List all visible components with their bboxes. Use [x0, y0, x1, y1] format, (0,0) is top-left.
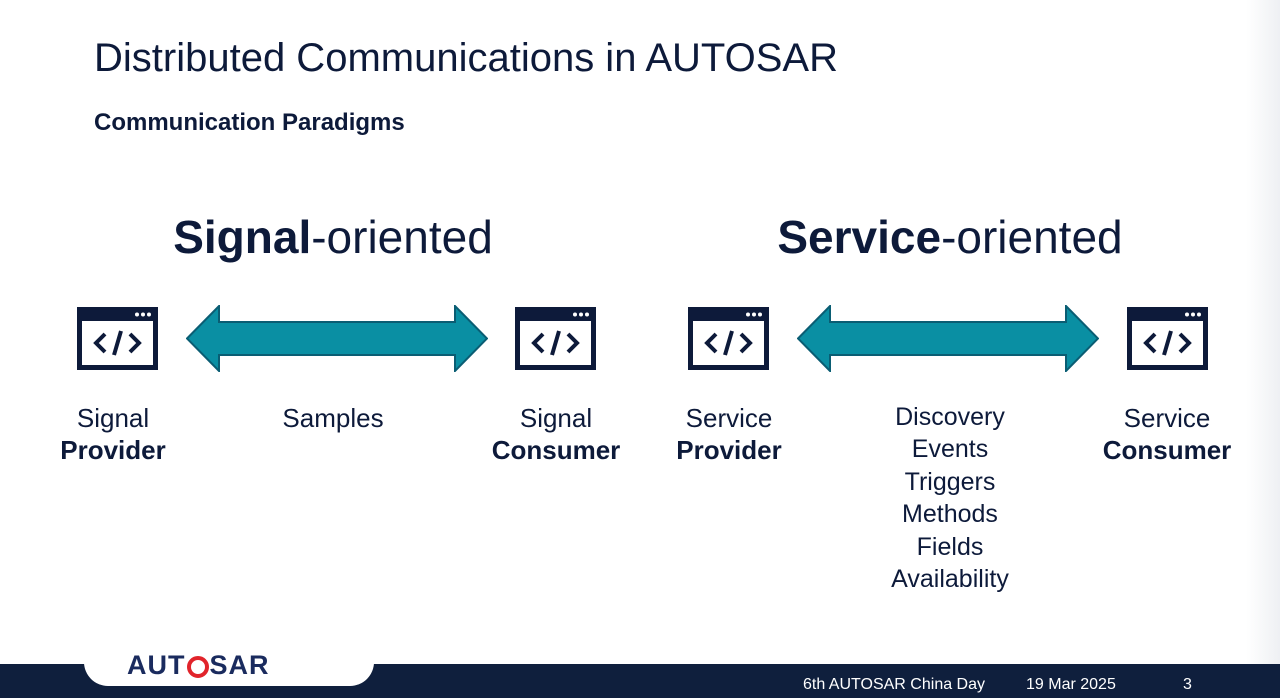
signal-provider-label: Signal Provider — [60, 402, 166, 466]
logo-text-right: SAR — [209, 650, 270, 680]
service-consumer-line2: Consumer — [1102, 435, 1232, 465]
right-edge-shade — [1246, 0, 1280, 698]
list-item: Fields — [916, 532, 984, 561]
signal-heading-bold: Signal — [173, 211, 312, 263]
list-item: Discovery — [895, 403, 1005, 431]
service-interaction-list: Discovery Events Triggers Methods Fields… — [891, 401, 1009, 595]
list-item: Events — [911, 435, 989, 464]
signal-oriented-heading: Signal-oriented — [173, 210, 493, 264]
list-item: Availability — [891, 565, 1009, 594]
code-window-icon — [515, 307, 596, 370]
logo-ring-icon — [186, 655, 209, 678]
service-provider-line2: Provider — [676, 435, 782, 465]
footer-event: 6th AUTOSAR China Day — [803, 676, 986, 693]
signal-consumer-line1: Signal — [519, 403, 593, 433]
code-window-icon — [77, 307, 158, 370]
footer-date: 19 Mar 2025 — [1026, 676, 1116, 693]
list-item: Triggers — [904, 467, 996, 496]
autosar-logo: AUT SAR — [127, 650, 270, 681]
logo-text-left: AUT — [127, 650, 186, 680]
service-provider-label: Service Provider — [676, 402, 782, 466]
code-window-icon — [1127, 307, 1208, 370]
code-window-icon — [688, 307, 769, 370]
signal-provider-line1: Signal — [76, 403, 150, 433]
service-consumer-label: Service Consumer — [1103, 402, 1232, 466]
signal-consumer-label: Signal Consumer — [492, 402, 621, 466]
samples-label: Samples — [282, 402, 383, 434]
logo-tab — [84, 640, 374, 686]
list-item: Methods — [902, 500, 998, 529]
service-double-arrow-icon — [797, 305, 1099, 372]
samples-text: Samples — [282, 403, 384, 433]
service-heading-bold: Service — [777, 211, 942, 263]
signal-consumer-line2: Consumer — [491, 435, 621, 465]
slide-title: Distributed Communications in AUTOSAR — [94, 36, 838, 80]
slide-subtitle: Communication Paradigms — [94, 109, 405, 136]
service-provider-line1: Service — [685, 403, 773, 433]
service-oriented-heading: Service-oriented — [777, 210, 1122, 264]
signal-double-arrow-icon — [186, 305, 488, 372]
signal-provider-line2: Provider — [60, 435, 166, 465]
signal-heading-rest: -oriented — [311, 211, 493, 263]
page-number: 3 — [1183, 676, 1192, 693]
service-consumer-line1: Service — [1123, 403, 1211, 433]
service-heading-rest: -oriented — [941, 211, 1123, 263]
